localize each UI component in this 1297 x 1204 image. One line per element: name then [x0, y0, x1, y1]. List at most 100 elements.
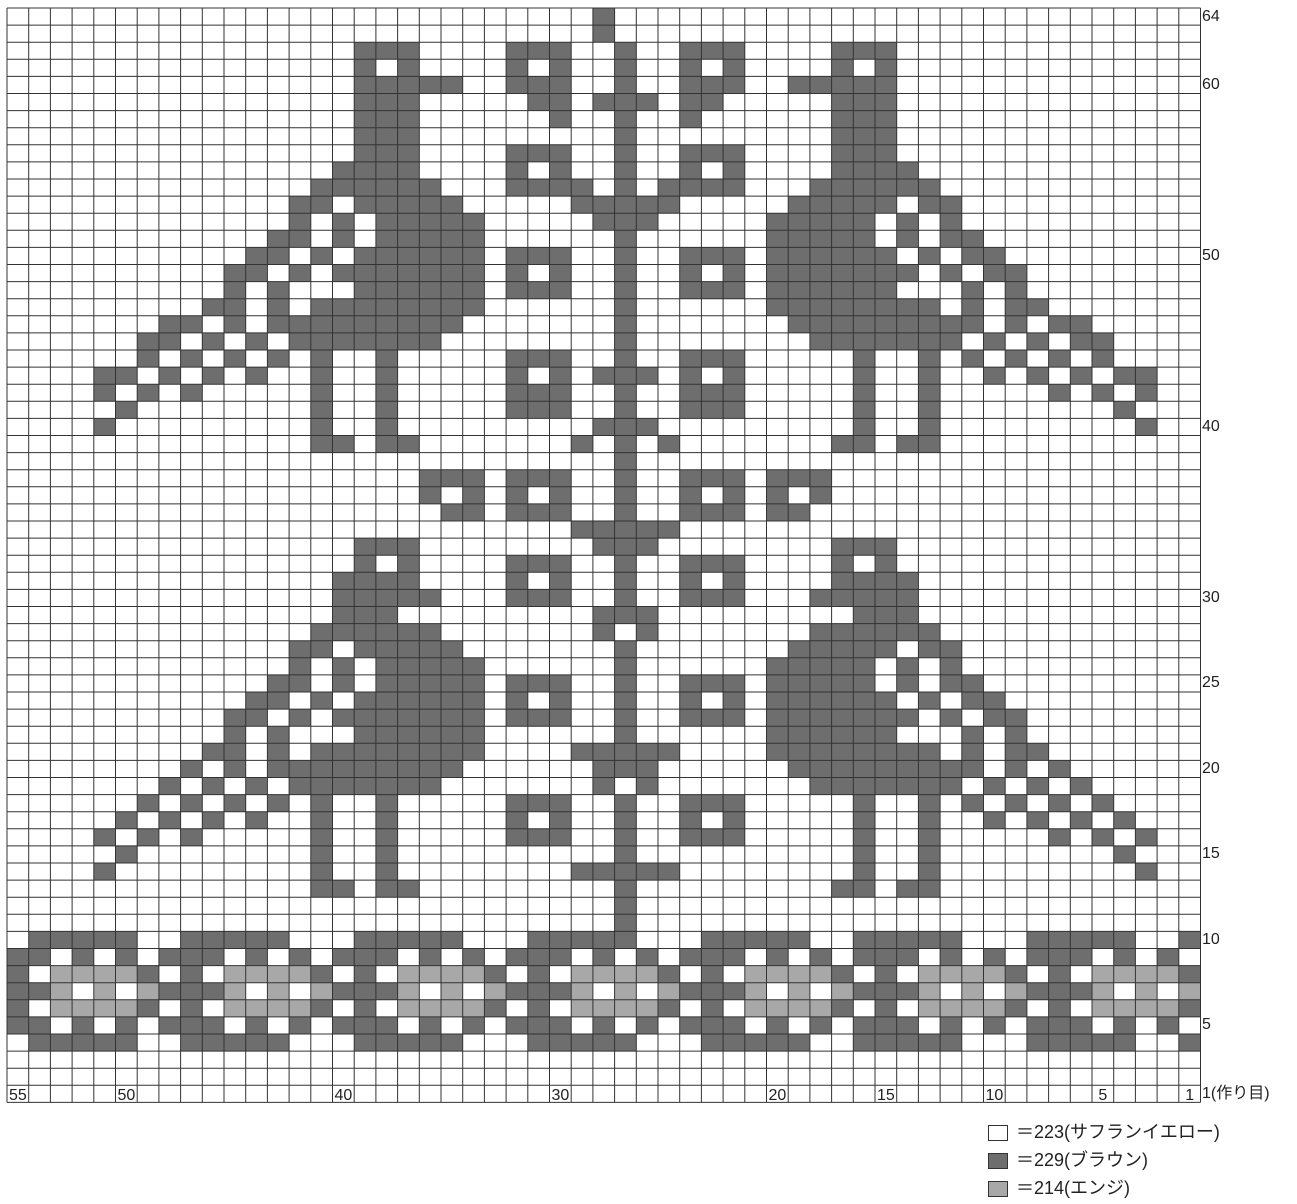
stitch-brown	[810, 726, 832, 743]
stitch-brown	[354, 555, 376, 572]
stitch-brown	[376, 418, 398, 435]
stitch-brown	[116, 1034, 138, 1051]
stitch-red	[615, 966, 637, 983]
stitch-brown	[202, 812, 224, 829]
stitch-brown	[701, 966, 723, 983]
stitch-brown	[918, 846, 940, 863]
stitch-brown	[745, 931, 767, 948]
stitch-brown	[29, 949, 51, 966]
stitch-brown	[615, 350, 637, 367]
stitch-brown	[832, 778, 854, 795]
stitch-brown	[528, 145, 550, 162]
stitch-brown	[832, 624, 854, 641]
stitch-brown	[224, 299, 246, 316]
stitch-brown	[419, 624, 441, 641]
stitch-brown	[875, 607, 897, 624]
stitch-brown	[593, 8, 615, 25]
stitch-brown	[1027, 778, 1049, 795]
stitch-brown	[202, 1017, 224, 1034]
stitch-brown	[918, 863, 940, 880]
stitch-brown	[398, 931, 420, 948]
stitch-brown	[1049, 384, 1071, 401]
stitch-brown	[376, 607, 398, 624]
stitch-brown	[528, 179, 550, 196]
stitch-brown	[224, 760, 246, 777]
stitch-brown	[528, 282, 550, 299]
stitch-red	[745, 966, 767, 983]
stitch-brown	[267, 760, 289, 777]
stitch-brown	[94, 931, 116, 948]
stitch-brown	[875, 1017, 897, 1034]
stitch-brown	[419, 1034, 441, 1051]
stitch-brown	[419, 487, 441, 504]
stitch-brown	[897, 658, 919, 675]
stitch-brown	[441, 299, 463, 316]
stitch-brown	[853, 949, 875, 966]
stitch-red	[962, 1000, 984, 1017]
stitch-brown	[1049, 931, 1071, 948]
stitch-brown	[181, 1034, 203, 1051]
stitch-brown	[354, 572, 376, 589]
stitch-brown	[528, 384, 550, 401]
stitch-brown	[137, 1000, 159, 1017]
stitch-brown	[593, 760, 615, 777]
stitch-brown	[1070, 812, 1092, 829]
stitch-brown	[810, 196, 832, 213]
stitch-brown	[376, 743, 398, 760]
stitch-brown	[528, 247, 550, 264]
stitch-brown	[419, 675, 441, 692]
stitch-brown	[202, 949, 224, 966]
stitch-brown	[398, 76, 420, 93]
stitch-brown	[767, 949, 789, 966]
stitch-brown	[267, 692, 289, 709]
stitch-brown	[875, 760, 897, 777]
row-number-label: 10	[1202, 931, 1220, 949]
stitch-red	[246, 966, 268, 983]
stitch-brown	[1049, 1034, 1071, 1051]
stitch-brown	[810, 213, 832, 230]
stitch-brown	[767, 487, 789, 504]
stitch-brown	[853, 641, 875, 658]
stitch-brown	[832, 299, 854, 316]
stitch-brown	[832, 589, 854, 606]
stitch-brown	[853, 384, 875, 401]
stitch-brown	[615, 179, 637, 196]
stitch-brown	[506, 179, 528, 196]
stitch-brown	[246, 247, 268, 264]
stitch-brown	[680, 384, 702, 401]
stitch-brown	[615, 504, 637, 521]
stitch-brown	[723, 179, 745, 196]
stitch-brown	[376, 863, 398, 880]
stitch-brown	[832, 111, 854, 128]
stitch-brown	[224, 1034, 246, 1051]
stitch-brown	[7, 1017, 29, 1034]
stitch-brown	[354, 128, 376, 145]
stitch-brown	[853, 111, 875, 128]
stitch-brown	[832, 692, 854, 709]
stitch-brown	[875, 333, 897, 350]
stitch-brown	[615, 846, 637, 863]
stitch-brown	[29, 983, 51, 1000]
stitch-brown	[897, 213, 919, 230]
stitch-brown	[506, 162, 528, 179]
stitch-brown	[333, 743, 355, 760]
stitch-brown	[1005, 743, 1027, 760]
stitch-brown	[832, 316, 854, 333]
stitch-brown	[354, 247, 376, 264]
stitch-brown	[1135, 367, 1157, 384]
stitch-brown	[289, 265, 311, 282]
stitch-brown	[441, 726, 463, 743]
stitch-brown	[333, 316, 355, 333]
stitch-brown	[984, 1017, 1006, 1034]
stitch-brown	[311, 436, 333, 453]
stitch-brown	[962, 795, 984, 812]
stitch-brown	[181, 760, 203, 777]
stitch-brown	[788, 709, 810, 726]
stitch-red	[745, 1000, 767, 1017]
stitch-brown	[267, 726, 289, 743]
stitch-brown	[311, 1000, 333, 1017]
stitch-brown	[376, 282, 398, 299]
stitch-brown	[832, 42, 854, 59]
stitch-brown	[441, 230, 463, 247]
stitch-red	[246, 1000, 268, 1017]
